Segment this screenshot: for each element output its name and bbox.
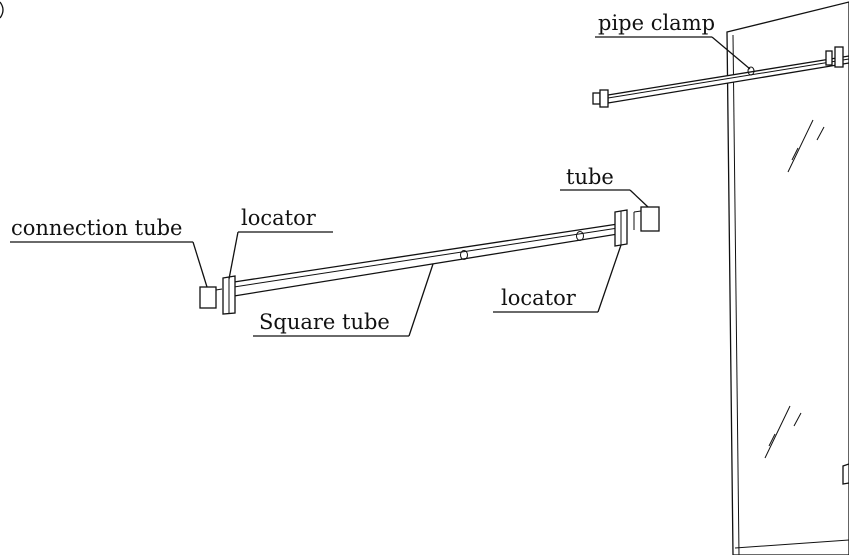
label-square-tube: Square tube (259, 310, 390, 334)
leader-lines (10, 36, 751, 337)
upper-rail-locator-right (825, 50, 833, 66)
square-tube-edge (233, 227, 619, 288)
lower-bracket (842, 463, 849, 485)
square-tube-hole (460, 250, 468, 260)
upper-rail-end-cap (592, 92, 601, 105)
glass-panel-front (726, 1, 849, 555)
upper-rail-bar (607, 55, 849, 104)
tube-part (640, 206, 660, 232)
upper-rail-pipe-clamp-hole (747, 66, 755, 76)
connection-tube-leader (192, 241, 208, 288)
connection-tube-part (199, 286, 217, 309)
upper-rail-locator (599, 89, 609, 108)
locator-left-leader (228, 231, 239, 280)
upper-rail (592, 46, 849, 108)
glass-reflection-mark (793, 412, 802, 427)
upper-rail-bar-edge (607, 58, 849, 99)
locator-right-leader (597, 244, 622, 313)
glass-reflection-mark (768, 433, 776, 447)
upper-rail-tube (834, 46, 844, 68)
square-tube-leader (408, 263, 434, 337)
glass-panel-bottom-edge (734, 539, 849, 549)
glass-reflection-mark (764, 405, 791, 459)
label-locator-left: locator (241, 206, 317, 230)
label-pipe-clamp: pipe clamp (598, 11, 715, 35)
tube-part-edge (633, 210, 642, 213)
glass-reflection-mark (816, 126, 825, 141)
tube-leader (629, 189, 649, 208)
label-tube: tube (566, 165, 614, 189)
square-tube-hole (576, 231, 584, 241)
glass-reflection-mark (791, 147, 799, 161)
glass-panel (726, 1, 849, 555)
connection-tube-part-edge (215, 288, 223, 291)
label-connection-tube: connection tube (11, 216, 182, 240)
pipe-clamp-leader (711, 36, 751, 70)
glass-reflection-mark (787, 119, 814, 173)
lower-rail (199, 206, 660, 315)
label-locator-right: locator (501, 286, 577, 310)
corner-mark (0, 1, 4, 19)
labels: pipe clamp tube connection tube locator … (11, 11, 715, 334)
glass-panel-edge (732, 34, 740, 555)
